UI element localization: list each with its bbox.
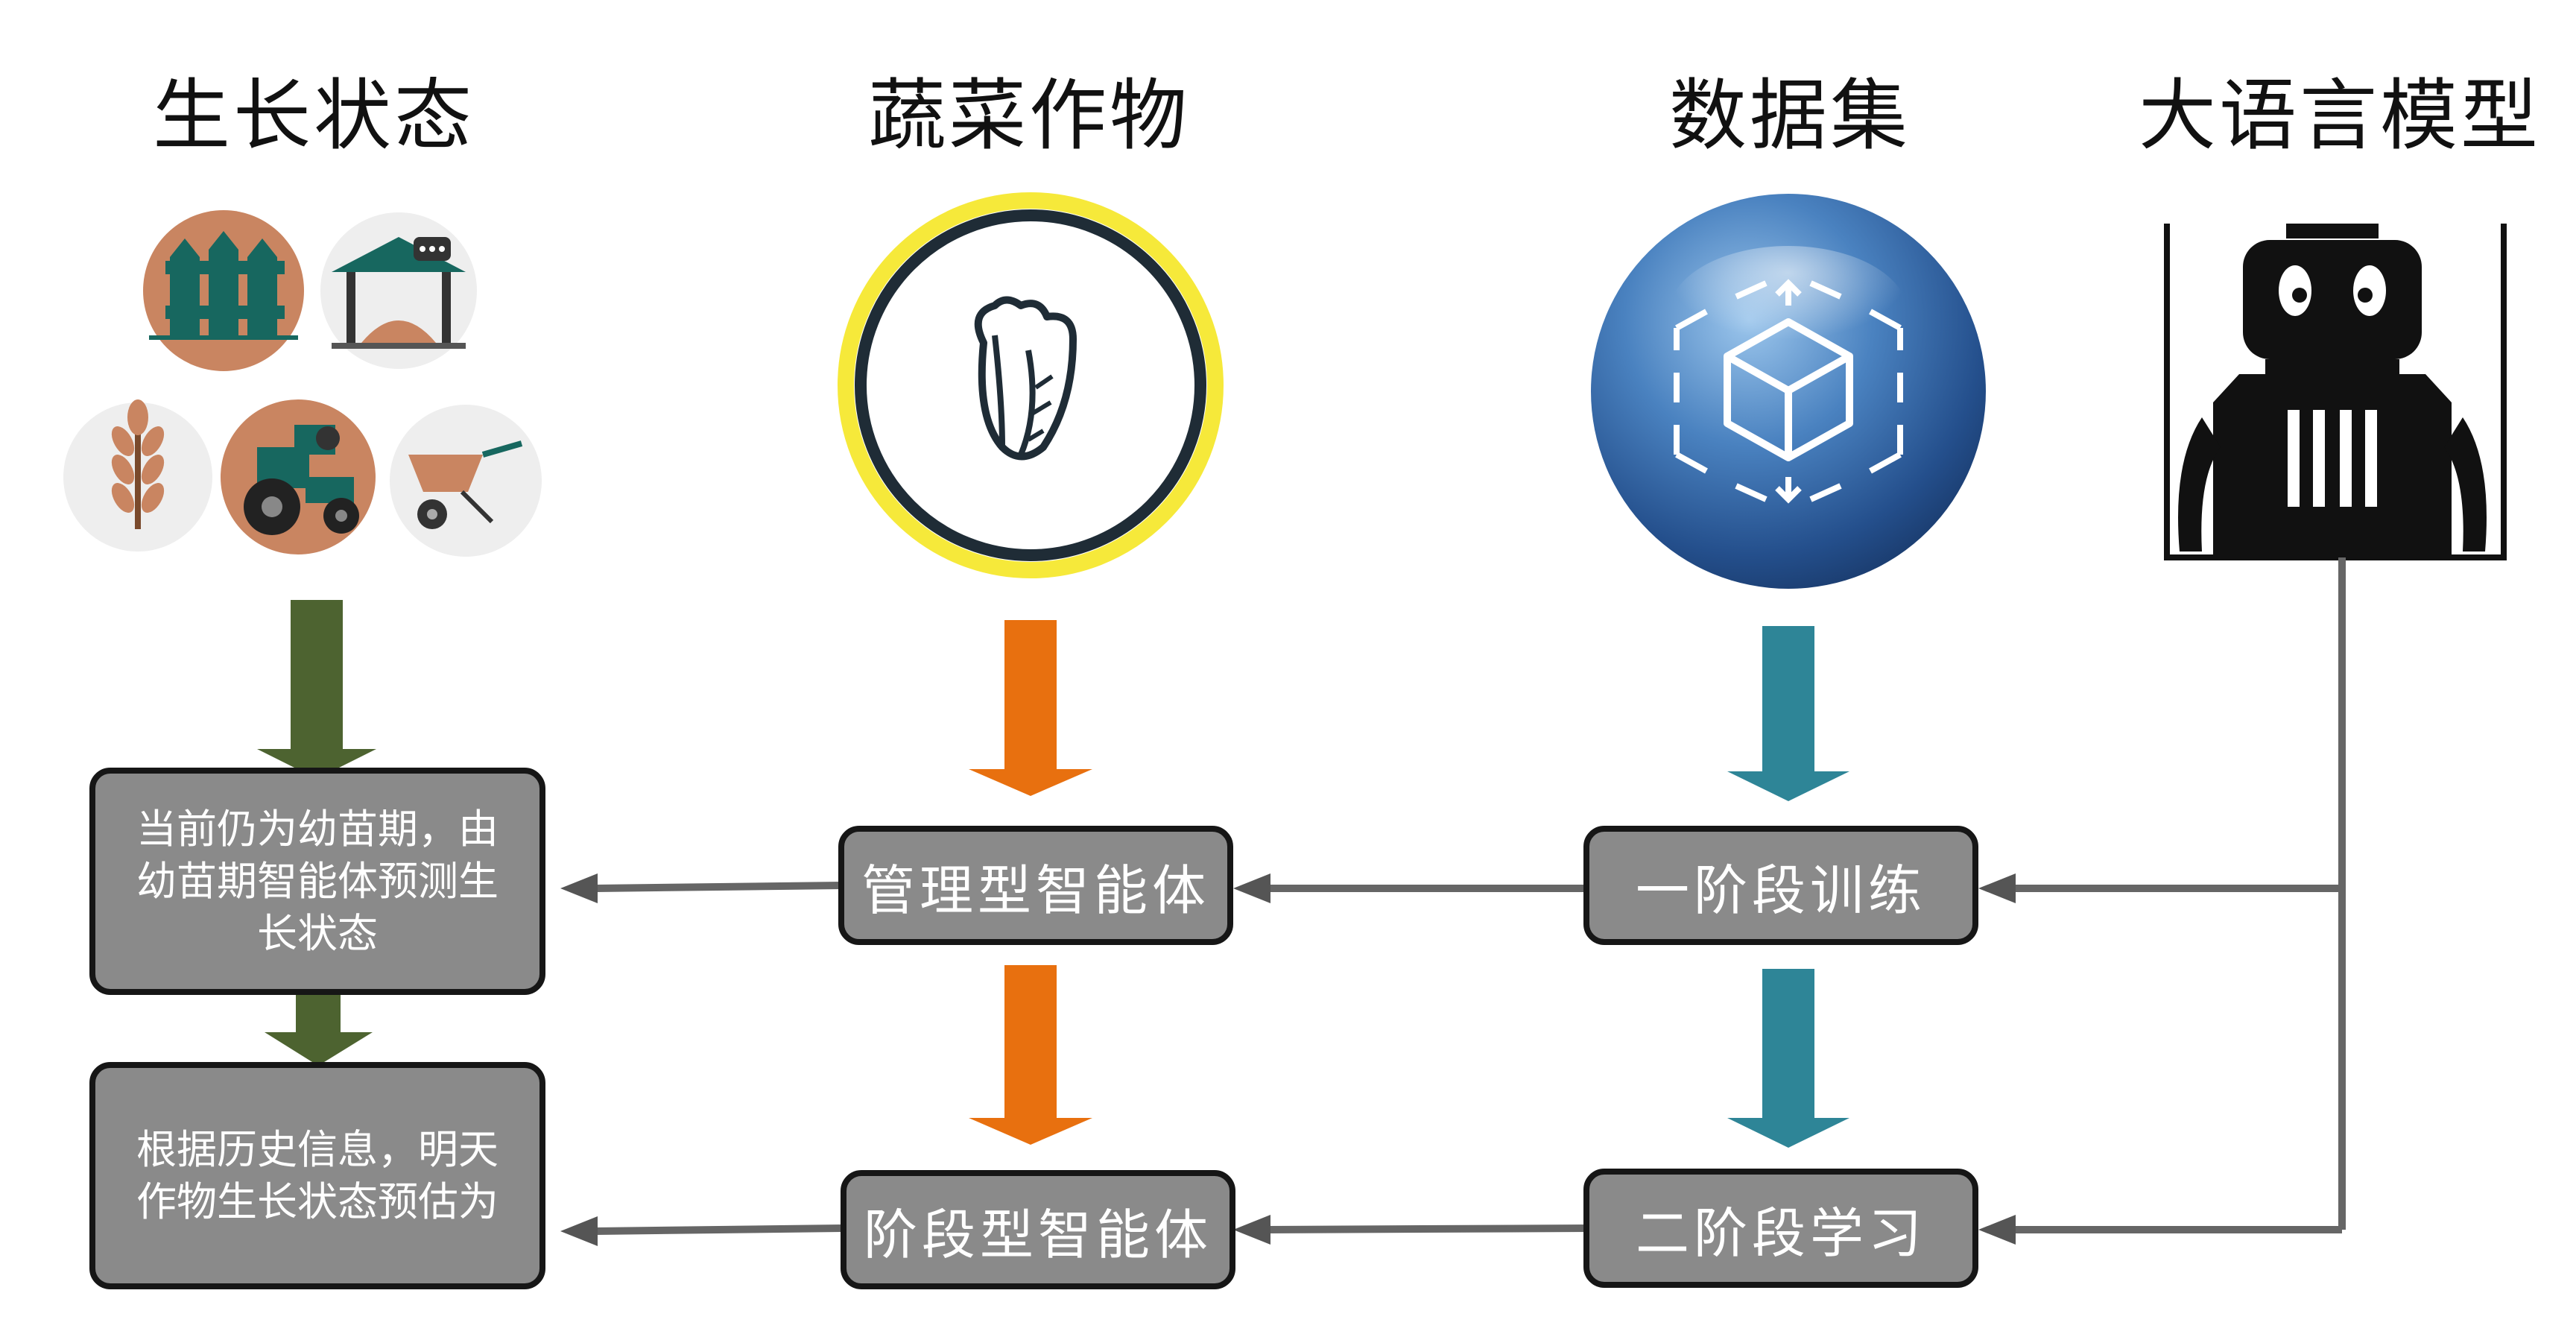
llm-connector xyxy=(1978,557,2346,1245)
title-growth-state: 生长状态 xyxy=(153,70,475,161)
arrow-green-2 xyxy=(265,995,373,1066)
title-dataset: 数据集 xyxy=(1669,70,1911,161)
arrow-green-1 xyxy=(257,600,376,779)
arrow-teal-2 xyxy=(1727,969,1849,1148)
cabbage-icon xyxy=(838,192,1224,578)
current-state-text: 当前仍为幼苗期，由幼苗期智能体预测生长状态 xyxy=(136,805,499,957)
stage1-training-label: 一阶段训练 xyxy=(1635,859,1926,922)
management-agent-box: 管理型智能体 xyxy=(838,826,1233,945)
tractor-icon xyxy=(221,399,376,554)
arrow-stage1-to-management xyxy=(1233,873,1589,903)
title-llm: 大语言模型 xyxy=(2139,70,2542,161)
stage2-learning-label: 二阶段学习 xyxy=(1635,1201,1926,1265)
stage-agent-box: 阶段型智能体 xyxy=(841,1170,1235,1289)
arrow-stage2-to-stage-agent xyxy=(1233,1215,1589,1245)
current-state-box: 当前仍为幼苗期，由幼苗期智能体预测生长状态 xyxy=(89,768,545,995)
stage1-training-box: 一阶段训练 xyxy=(1583,826,1978,945)
arrow-orange-2 xyxy=(969,965,1092,1145)
title-vegetable-crops: 蔬菜作物 xyxy=(868,70,1191,161)
arrow-management-to-current xyxy=(560,873,843,903)
wheelbarrow-icon xyxy=(390,405,542,557)
arrow-stage-agent-to-prediction xyxy=(560,1216,843,1246)
fence-icon xyxy=(143,210,304,371)
stage2-learning-box: 二阶段学习 xyxy=(1583,1169,1978,1288)
arrow-orange-1 xyxy=(969,620,1092,796)
stage-agent-label: 阶段型智能体 xyxy=(863,1203,1212,1266)
wheat-icon xyxy=(63,399,212,552)
management-agent-label: 管理型智能体 xyxy=(861,859,1210,922)
shelter-icon xyxy=(320,212,477,369)
robot-icon xyxy=(2164,224,2507,560)
arrow-teal-1 xyxy=(1727,626,1849,801)
prediction-text: 根据历史信息，明天作物生长状态预估为 xyxy=(136,1125,499,1225)
dataset-sphere-icon xyxy=(1591,194,1986,589)
prediction-box: 根据历史信息，明天作物生长状态预估为 xyxy=(89,1062,545,1289)
